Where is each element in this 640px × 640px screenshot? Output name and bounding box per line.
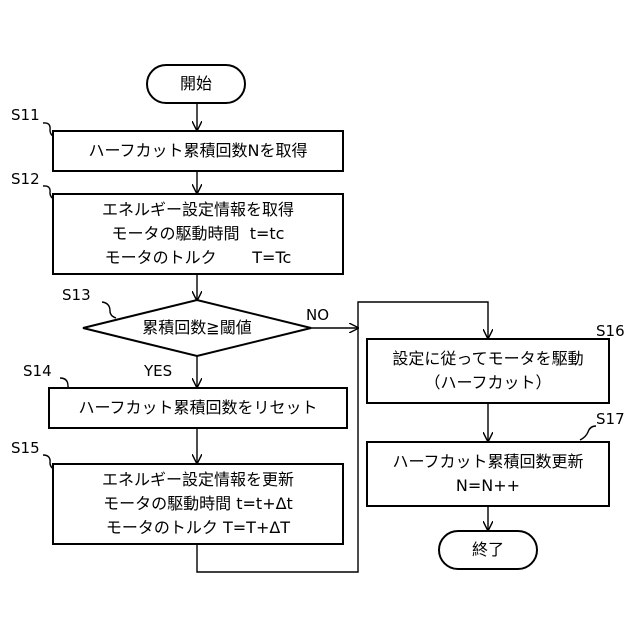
s17-text-line2: N=N++: [456, 474, 520, 498]
s15-text-line1: エネルギー設定情報を更新: [102, 468, 294, 492]
s12-step-id: S12: [11, 170, 40, 188]
s13-leader: [102, 302, 116, 318]
s12-text-line1: エネルギー設定情報を取得: [102, 198, 294, 222]
s17-leader: [580, 426, 596, 440]
s15-text-line3: モータのトルク T=T+ΔT: [106, 516, 290, 540]
s16-step-id: S16: [596, 322, 625, 340]
s14-step-id: S14: [23, 362, 52, 380]
s15-text-line2: モータの駆動時間 t=t+Δt: [103, 492, 293, 516]
branch-no-label: NO: [306, 306, 329, 324]
s11-step-id: S11: [11, 106, 40, 124]
s17-text-line1: ハーフカット累積回数更新: [392, 450, 583, 474]
s13-step-id: S13: [62, 286, 91, 304]
end-terminal: 終了: [438, 530, 538, 570]
s15-step-id: S15: [11, 439, 40, 457]
s16-text-line2: （ハーフカット）: [424, 371, 551, 395]
s17-process-box: ハーフカット累積回数更新 N=N++: [366, 441, 610, 507]
s12-text-line3: モータのトルク T=Tc: [105, 246, 292, 270]
start-terminal: 開始: [146, 64, 246, 104]
s15-process-box: エネルギー設定情報を更新 モータの駆動時間 t=t+Δt モータのトルク T=T…: [52, 463, 344, 545]
start-label: 開始: [180, 72, 212, 96]
branch-yes-label: YES: [144, 362, 172, 380]
s12-process-box: エネルギー設定情報を取得 モータの駆動時間 t=tc モータのトルク T=Tc: [52, 193, 344, 275]
s16-process-box: 設定に従ってモータを駆動 （ハーフカット）: [366, 338, 610, 404]
s14-process-box: ハーフカット累積回数をリセット: [48, 387, 348, 429]
s14-text: ハーフカット累積回数をリセット: [78, 396, 317, 420]
s16-text-line1: 設定に従ってモータを駆動: [392, 347, 583, 371]
s11-text: ハーフカット累積回数Nを取得: [88, 139, 307, 163]
s12-text-line2: モータの駆動時間 t=tc: [112, 222, 285, 246]
s11-process-box: ハーフカット累積回数Nを取得: [52, 130, 344, 172]
end-label: 終了: [472, 538, 504, 562]
s17-step-id: S17: [596, 410, 625, 428]
s13-condition-text: 累積回数≧閾値: [117, 318, 277, 338]
